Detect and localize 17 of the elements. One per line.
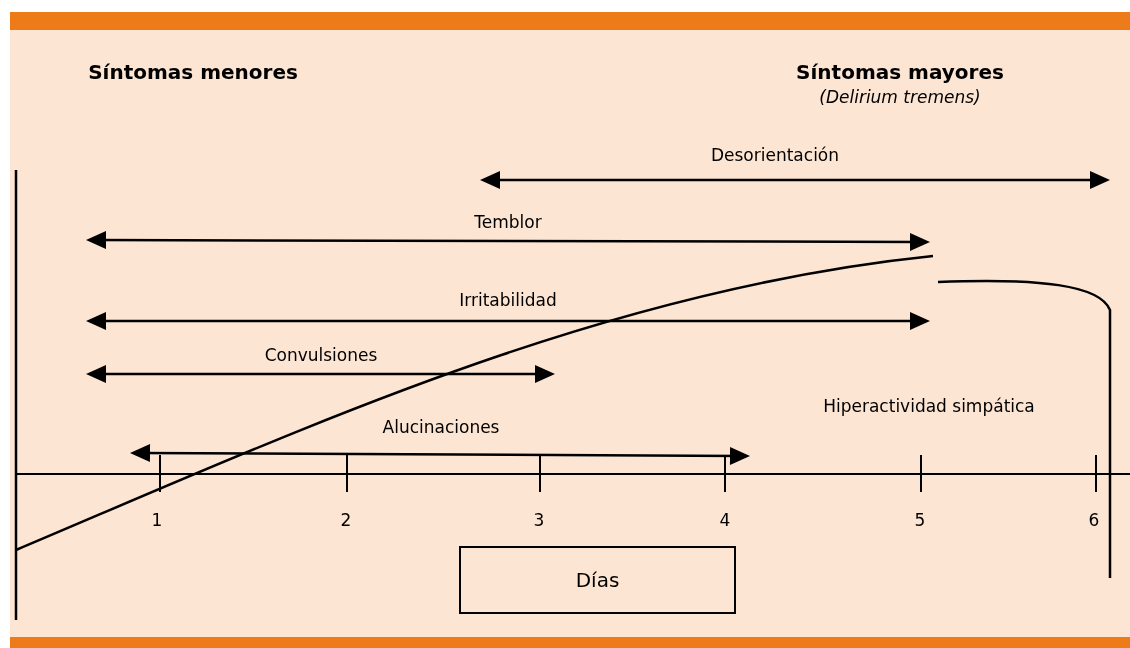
curve-label: Hiperactividad simpática <box>823 396 1035 418</box>
heading: Síntomas mayores <box>796 60 1004 85</box>
axis-title: Días <box>575 567 620 594</box>
range-label: Convulsiones <box>264 345 378 367</box>
range-label: Alucinaciones <box>382 417 500 439</box>
axis-title-box <box>459 546 736 614</box>
range-label: Temblor <box>474 212 542 234</box>
range-label: Irritabilidad <box>459 290 557 312</box>
axis-tick-label: 4 <box>719 510 731 532</box>
axis-tick-label: 6 <box>1088 510 1100 532</box>
axis-tick-label: 1 <box>151 510 163 532</box>
heading: Síntomas menores <box>88 60 298 85</box>
heading: (Delirium tremens) <box>819 87 981 109</box>
axis-tick-label: 2 <box>340 510 352 532</box>
axis-tick-label: 3 <box>533 510 545 532</box>
axis-tick-label: 5 <box>914 510 926 532</box>
range-label: Desorientación <box>710 145 840 167</box>
